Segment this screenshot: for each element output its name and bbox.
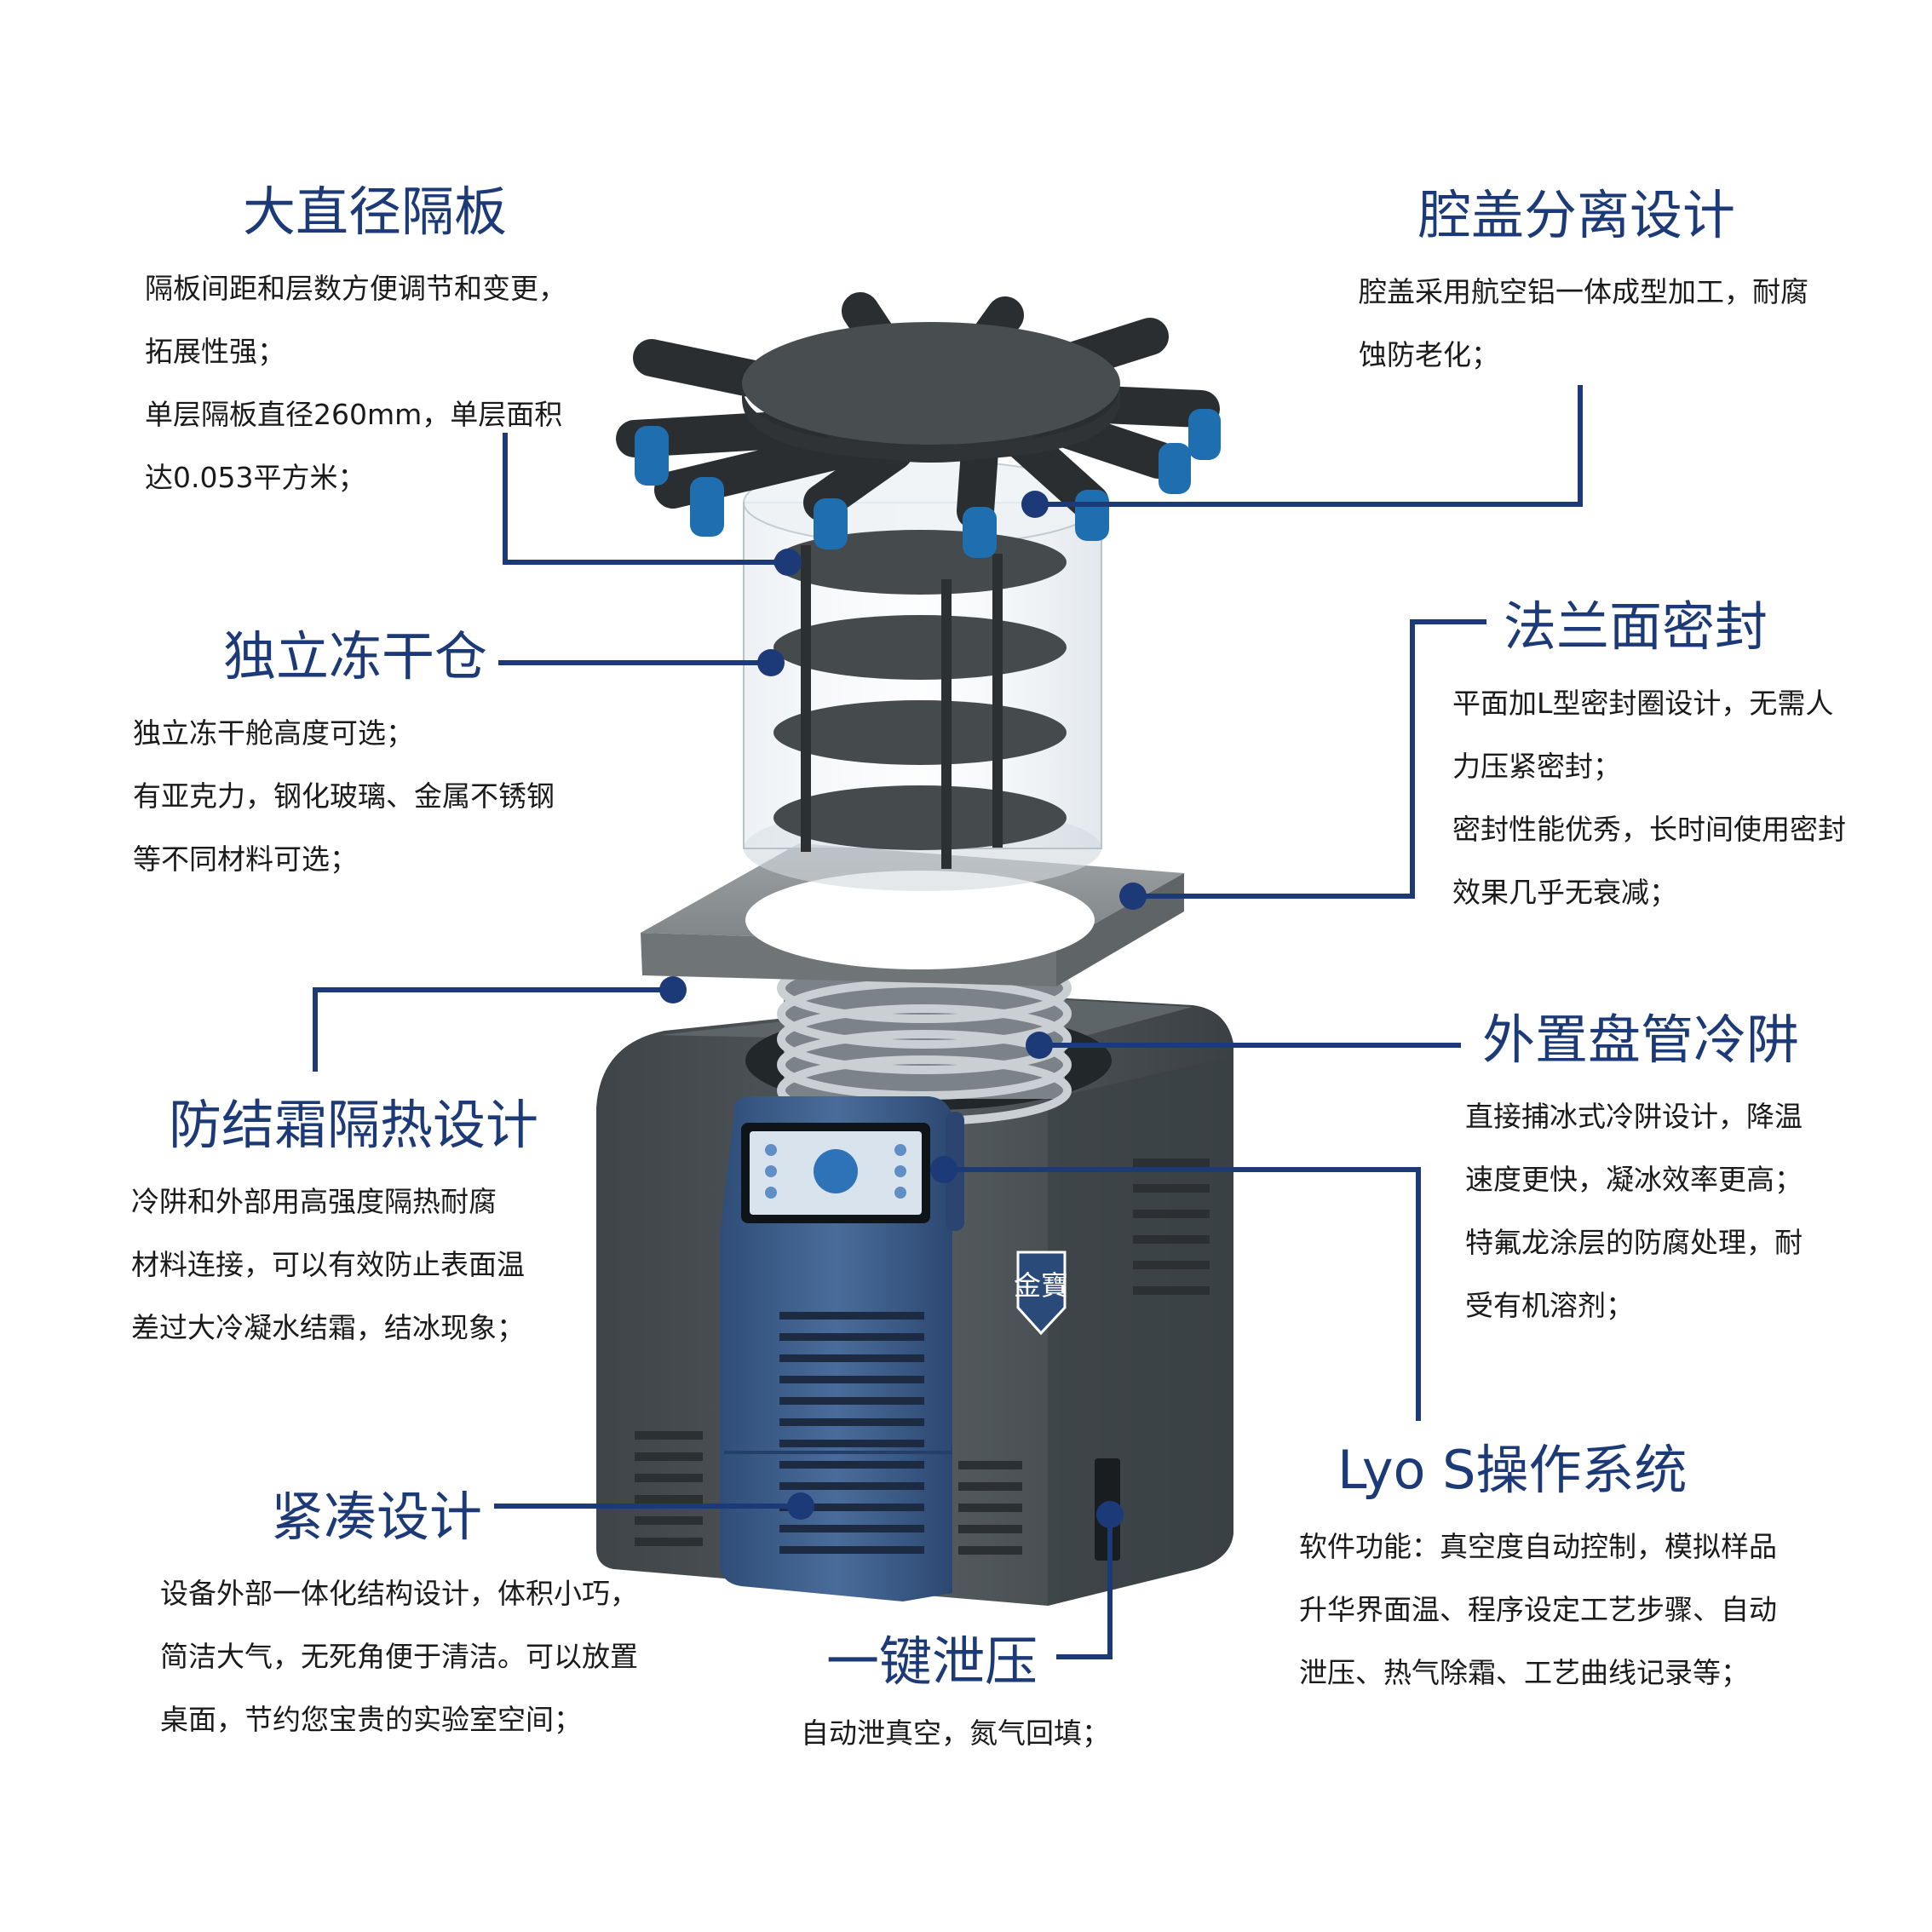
callout-line-vent bbox=[1056, 1515, 1113, 1659]
feature-title: 独立冻干仓 bbox=[223, 625, 488, 687]
screen-buttons bbox=[765, 1144, 906, 1199]
flange-opening bbox=[745, 871, 1095, 969]
feature-line: 自动泄真空，氮气回填； bbox=[801, 1716, 1110, 1750]
feature-flange-seal: 法兰面密封 平面加L型密封圈设计，无需人 力压紧密封； 密封性能优秀，长时间使用… bbox=[1452, 595, 1846, 924]
side-vents-left bbox=[635, 1431, 703, 1546]
feature-line: 密封性能优秀，长时间使用密封 bbox=[1452, 813, 1846, 846]
feature-description: 设备外部一体化结构设计，体积小巧， 简洁大气，无死角便于清洁。可以放置 桌面，节… bbox=[160, 1562, 638, 1751]
feature-line: 平面加L型密封圈设计，无需人 bbox=[1452, 687, 1834, 720]
feature-title: 大直径隔板 bbox=[243, 181, 508, 243]
callout-dot-compact bbox=[787, 1492, 814, 1520]
feature-lyo-os: Lyo S操作系统 软件功能：真空度自动控制，模拟样品 升华界面温、程序设定工艺… bbox=[1299, 1439, 1777, 1705]
callout-dot-plate bbox=[774, 549, 802, 576]
manifold-lid bbox=[616, 292, 1221, 558]
feature-external-coil: 外置盘管冷阱 直接捕冰式冷阱设计，降温 速度更快，凝冰效率更高； 特氟龙涂层的防… bbox=[1465, 1009, 1803, 1337]
feature-line: 有亚克力，钢化玻璃、金属不锈钢 bbox=[133, 779, 555, 813]
feature-description: 自动泄真空，氮气回填； bbox=[801, 1702, 1110, 1765]
drying-chamber bbox=[743, 459, 1102, 891]
callout-dots bbox=[659, 491, 1147, 1528]
port-caps bbox=[635, 409, 1221, 558]
feature-title: 法兰面密封 bbox=[1504, 595, 1768, 658]
feature-line: 升华界面温、程序设定工艺步骤、自动 bbox=[1299, 1593, 1777, 1626]
feature-one-key-vent: 一键泄压 自动泄真空，氮气回填； bbox=[801, 1630, 1110, 1765]
feature-lid-separation: 腔盖分离设计 腔盖采用航空铝一体成型加工，耐腐 蚀防老化； bbox=[1359, 184, 1808, 387]
feature-description: 软件功能：真空度自动控制，模拟样品 升华界面温、程序设定工艺步骤、自动 泄压、热… bbox=[1299, 1515, 1777, 1705]
feature-title: 外置盘管冷阱 bbox=[1482, 1009, 1800, 1071]
callout-line-lyo bbox=[946, 1167, 1421, 1421]
feature-line: 设备外部一体化结构设计，体积小巧， bbox=[160, 1577, 638, 1610]
callout-line-frost bbox=[313, 987, 673, 1072]
feature-description: 腔盖采用航空铝一体成型加工，耐腐 蚀防老化； bbox=[1359, 261, 1808, 387]
callout-dot-chamber bbox=[757, 649, 785, 676]
feature-line: 拓展性强； bbox=[145, 335, 285, 368]
front-grille bbox=[779, 1312, 924, 1554]
callout-dot-vent bbox=[1096, 1501, 1124, 1528]
feature-description: 平面加L型密封圈设计，无需人 力压紧密封； 密封性能优秀，长时间使用密封 效果几… bbox=[1452, 672, 1846, 924]
feature-line: 泄压、热气除霜、工艺曲线记录等； bbox=[1299, 1656, 1749, 1689]
feature-description: 独立冻干舱高度可选； 有亚克力，钢化玻璃、金属不锈钢 等不同材料可选； bbox=[133, 702, 555, 891]
feature-title: 一键泄压 bbox=[826, 1630, 1038, 1693]
feature-line: 受有机溶剂； bbox=[1465, 1289, 1634, 1322]
feature-description: 隔板间距和层数方便调节和变更， 拓展性强； 单层隔板直径260mm，单层面积 达… bbox=[145, 257, 566, 509]
feature-independent-chamber: 独立冻干仓 独立冻干舱高度可选； 有亚克力，钢化玻璃、金属不锈钢 等不同材料可选… bbox=[133, 625, 555, 891]
callout-dot-frost bbox=[659, 976, 687, 1003]
control-panel bbox=[720, 1096, 1067, 1601]
feature-line: 蚀防老化； bbox=[1359, 338, 1499, 371]
callout-line-lid bbox=[1035, 385, 1583, 507]
callout-lines bbox=[313, 385, 1583, 1659]
callout-line-plate bbox=[503, 433, 788, 565]
feature-line: 软件功能：真空度自动控制，模拟样品 bbox=[1299, 1530, 1777, 1563]
shelf-4 bbox=[773, 785, 1067, 850]
shelf-2 bbox=[773, 615, 1067, 680]
callout-dot-coil bbox=[1026, 1032, 1053, 1059]
feature-line: 效果几乎无衰减； bbox=[1452, 876, 1677, 909]
feature-line: 隔板间距和层数方便调节和变更， bbox=[145, 272, 566, 305]
callout-dot-lyo bbox=[930, 1156, 957, 1183]
feature-description: 冷阱和外部用高强度隔热耐腐 材料连接，可以有效防止表面温 差过大冷凝水结霜，结冰… bbox=[131, 1170, 538, 1360]
feature-large-shelf: 大直径隔板 隔板间距和层数方便调节和变更， 拓展性强； 单层隔板直径260mm，… bbox=[145, 181, 566, 509]
feature-line: 速度更快，凝冰效率更高； bbox=[1465, 1163, 1803, 1196]
callout-line-flange bbox=[1133, 619, 1486, 899]
lid-top bbox=[742, 322, 1120, 445]
feature-line: 冷阱和外部用高强度隔热耐腐 bbox=[131, 1185, 497, 1218]
feature-title: Lyo S操作系统 bbox=[1337, 1439, 1688, 1501]
feature-line: 力压紧密封； bbox=[1452, 750, 1621, 783]
callout-dot-flange bbox=[1119, 883, 1147, 910]
feature-compact-design: 紧凑设计 设备外部一体化结构设计，体积小巧， 简洁大气，无死角便于清洁。可以放置… bbox=[160, 1486, 638, 1751]
feature-line: 达0.053平方米； bbox=[145, 461, 366, 494]
feature-anti-frost: 防结霜隔热设计 冷阱和外部用高强度隔热耐腐 材料连接，可以有效防止表面温 差过大… bbox=[131, 1094, 539, 1360]
feature-line: 等不同材料可选； bbox=[133, 842, 358, 876]
feature-line: 独立冻干舱高度可选； bbox=[133, 716, 414, 750]
feature-line: 材料连接，可以有效防止表面温 bbox=[131, 1248, 525, 1281]
feature-line: 单层隔板直径260mm，单层面积 bbox=[145, 398, 563, 431]
brand-logo: 金寶 bbox=[1014, 1269, 1068, 1302]
callout-dot-lid bbox=[1021, 491, 1049, 518]
feature-line: 简洁大气，无死角便于清洁。可以放置 bbox=[160, 1640, 638, 1673]
feature-line: 直接捕冰式冷阱设计，降温 bbox=[1465, 1100, 1803, 1133]
feature-line: 特氟龙涂层的防腐处理，耐 bbox=[1465, 1226, 1803, 1259]
feature-title: 腔盖分离设计 bbox=[1418, 184, 1736, 246]
feature-line: 差过大冷凝水结霜，结冰现象； bbox=[131, 1311, 525, 1344]
feature-line: 腔盖采用航空铝一体成型加工，耐腐 bbox=[1359, 275, 1808, 308]
feature-description: 直接捕冰式冷阱设计，降温 速度更快，凝冰效率更高； 特氟龙涂层的防腐处理，耐 受… bbox=[1465, 1085, 1803, 1337]
screen-dial bbox=[814, 1149, 858, 1193]
shelf-3 bbox=[773, 700, 1067, 765]
feature-line: 桌面，节约您宝贵的实验室空间； bbox=[160, 1703, 582, 1736]
feature-title: 防结霜隔热设计 bbox=[169, 1094, 539, 1156]
feature-title: 紧凑设计 bbox=[271, 1486, 483, 1548]
side-vents-right bbox=[958, 1159, 1210, 1555]
